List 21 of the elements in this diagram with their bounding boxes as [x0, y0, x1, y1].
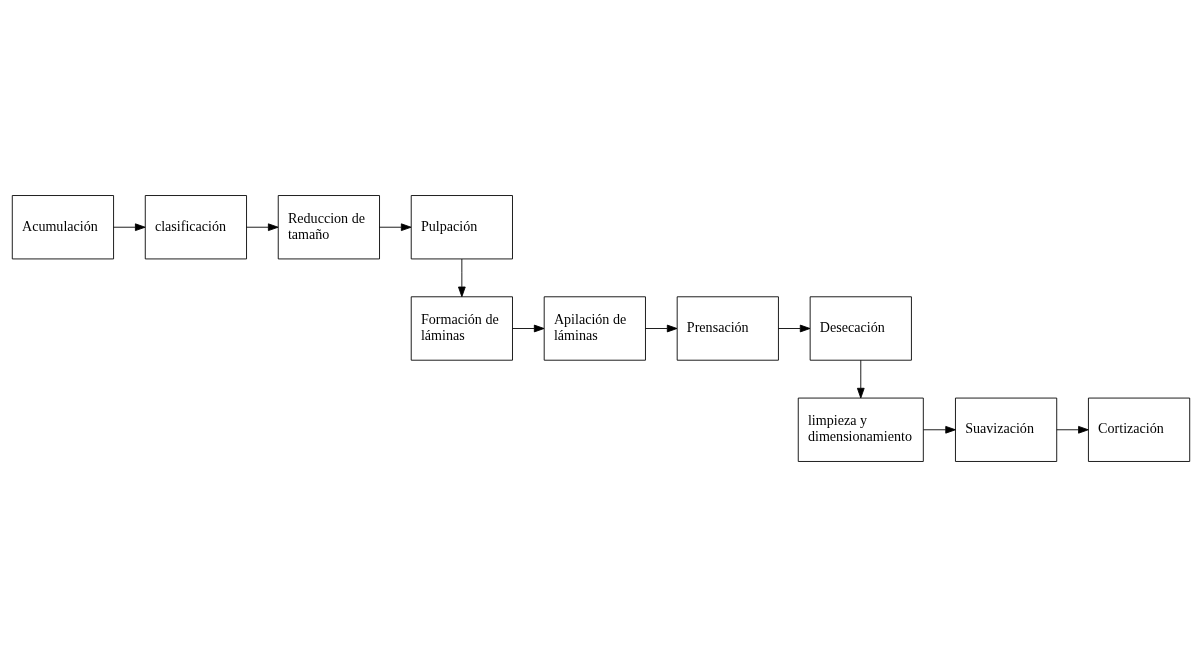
node-box: limpieza y dimensionamiento — [797, 397, 924, 462]
arrow — [645, 324, 678, 333]
arrow — [458, 258, 466, 298]
arrow — [778, 324, 811, 333]
node-box: clasificación — [144, 195, 247, 260]
node-box: Reduccion de tamaño — [277, 195, 380, 260]
arrow — [923, 425, 956, 434]
node-box: Desecación — [809, 296, 912, 361]
arrow — [113, 223, 146, 232]
arrow — [1056, 425, 1089, 434]
node-box: Suavización — [955, 397, 1058, 462]
node-box: Cortización — [1088, 397, 1191, 462]
arrow — [512, 324, 545, 333]
node-box: Pulpación — [410, 195, 513, 260]
arrow — [379, 223, 412, 232]
node-box: Acumulación — [11, 195, 114, 260]
node-box: Prensación — [676, 296, 779, 361]
arrow — [246, 223, 279, 232]
node-box: Apilación de láminas — [543, 296, 646, 361]
arrow — [856, 359, 865, 399]
node-box: Formación de láminas — [410, 296, 513, 361]
